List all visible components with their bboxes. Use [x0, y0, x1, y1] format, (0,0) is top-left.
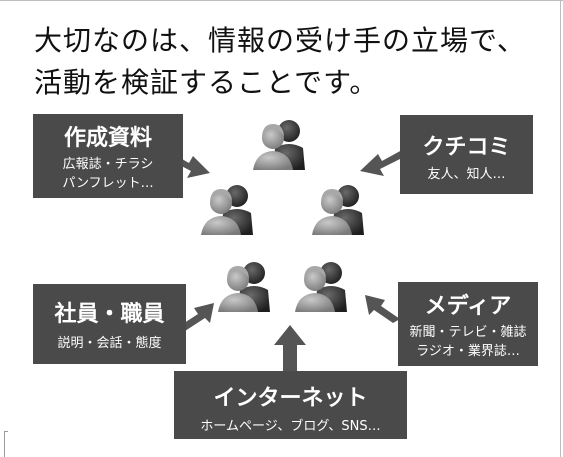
- box-shain-head: 社員・職員: [54, 302, 165, 327]
- arrow-icon-internet: [274, 325, 306, 372]
- box-kuchikomi: クチコミ 友人、知人…: [400, 115, 533, 194]
- box-sakusei-shiryo: 作成資料 広報誌・チラシ パンフレット…: [33, 114, 183, 198]
- box-kuchikomi-head: クチコミ: [422, 135, 511, 160]
- arrow-icon-kuchikomi: [360, 150, 402, 176]
- frame-bottom-tick: [4, 431, 8, 432]
- arrow-icon-shain: [178, 303, 214, 331]
- box-media-sub2: ラジオ・業界誌…: [416, 344, 520, 359]
- box-internet-head: インターネット: [213, 386, 368, 411]
- people-pair-icon-right: [312, 185, 364, 235]
- box-sakusei-head: 作成資料: [63, 126, 152, 151]
- title-line-2: 活動を検証することです。: [34, 66, 379, 99]
- frame-left-border: [4, 432, 5, 457]
- box-media-head: メディア: [424, 294, 512, 319]
- title-line-1: 大切なのは、情報の受け手の立場で、: [34, 24, 526, 57]
- box-internet: インターネット ホームページ、ブログ、SNS…: [174, 371, 407, 439]
- box-shain-shokuin: 社員・職員 説明・会話・態度: [33, 284, 186, 364]
- box-media-sub1: 新聞・テレビ・雑誌: [409, 325, 527, 340]
- box-sakusei-sub1: 広報誌・チラシ: [62, 157, 154, 172]
- box-internet-sub1: ホームページ、ブログ、SNS…: [200, 419, 381, 434]
- box-media: メディア 新聞・テレビ・雑誌 ラジオ・業界誌…: [398, 282, 538, 366]
- people-pair-icon-top: [253, 120, 305, 170]
- box-kuchikomi-sub1: 友人、知人…: [427, 167, 506, 182]
- page-title: 大切なのは、情報の受け手の立場で、 活動を検証することです。: [34, 20, 526, 104]
- frame-right-border: [560, 0, 561, 457]
- box-sakusei-sub2: パンフレット…: [62, 176, 154, 191]
- people-pair-icon-left: [201, 185, 253, 235]
- arrow-icon-media: [365, 295, 400, 323]
- people-pair-icon-bottom-right: [295, 262, 347, 312]
- box-shain-sub1: 説明・会話・態度: [57, 336, 162, 351]
- people-pair-icon-bottom-left: [218, 262, 270, 312]
- frame-top-border: [0, 0, 563, 1]
